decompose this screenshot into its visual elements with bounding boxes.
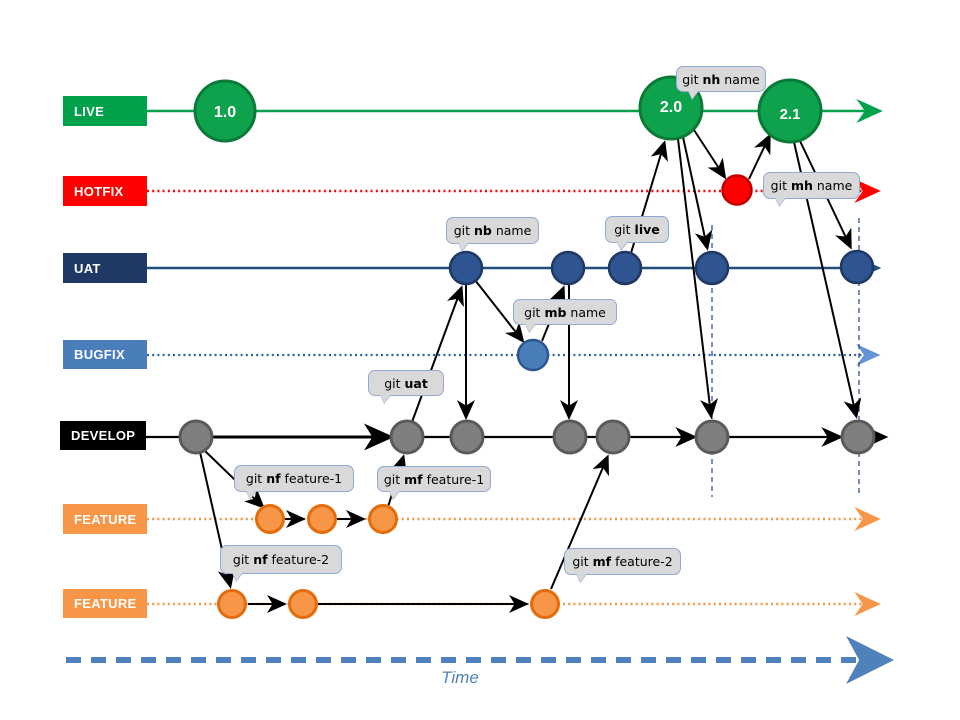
callout-git-nh: git nh name (676, 66, 766, 92)
callout-arg: feature-2 (267, 552, 330, 567)
develop-node-3 (449, 419, 485, 455)
branch-label-live: LIVE (63, 96, 147, 126)
branch-label-hotfix: HOTFIX (63, 176, 147, 206)
callout-cmd: uat (404, 375, 428, 391)
callout-arg: feature-2 (611, 554, 673, 569)
time-axis-label: Time (441, 668, 479, 687)
arrow-live2-to-develop (677, 138, 719, 419)
callout-arg: feature-1 (422, 471, 485, 487)
release-label-2-1: 2.1 (780, 106, 801, 123)
branch-label-develop: DEVELOP (60, 421, 146, 450)
develop-node-5 (595, 419, 631, 455)
callout-arg: name (812, 178, 853, 193)
release-node-2-1 (757, 78, 823, 144)
branch-label-feature1: FEATURE (63, 504, 147, 534)
uat-node-1 (448, 250, 484, 286)
release-label-2-0: 2.0 (660, 99, 682, 116)
callout-cmd: nh (702, 71, 721, 87)
develop-node-7 (840, 419, 876, 455)
callout-git-live: git live (605, 216, 669, 243)
feature1-node-3 (368, 504, 398, 534)
feature2-node-1 (217, 589, 247, 619)
develop-node-1 (178, 419, 214, 455)
arrow-live2-to-hotfix (693, 129, 727, 180)
callout-cmd: mf (592, 554, 612, 569)
arrow-develop-to-uat (411, 285, 464, 423)
callout-cmd: mh (790, 178, 813, 193)
release-label-1-0: 1.0 (214, 104, 236, 121)
callout-text: git (614, 222, 635, 237)
callout-cmd: nb (474, 223, 492, 238)
uat-node-3 (607, 250, 643, 286)
branch-label-feature2: FEATURE (63, 589, 147, 618)
branch-label-uat-text: UAT (74, 260, 101, 276)
callout-text: git (383, 471, 405, 487)
callout-text: git (384, 375, 405, 391)
branch-label-bugfix: BUGFIX (63, 340, 147, 369)
branch-label-develop-text: DEVELOP (71, 428, 136, 443)
bugfix-node (516, 338, 550, 372)
callout-arg: feature-1 (280, 471, 343, 486)
callout-cmd: mb (544, 304, 567, 320)
callout-cmd: nf (266, 471, 281, 486)
branch-label-feature2-text: FEATURE (74, 596, 137, 611)
callout-cmd: live (634, 222, 660, 237)
uat-node-4 (694, 250, 730, 286)
callout-cmd: mf (404, 471, 423, 487)
callout-git-mh: git mh name (763, 172, 860, 199)
callout-git-nb: git nb name (446, 217, 539, 244)
arrow-feature2-merge-develop (550, 454, 609, 590)
callout-git-mb: git mb name (513, 299, 617, 325)
arrow-live2-to-uat (682, 136, 713, 251)
callout-git-mf-feature1: git mf feature-1 (377, 466, 491, 492)
callout-git-nf-feature1: git nf feature-1 (234, 465, 354, 492)
branch-label-uat: UAT (63, 253, 147, 283)
callout-arg: name (720, 71, 760, 87)
commit-nodes (178, 75, 876, 619)
branch-label-feature1-text: FEATURE (74, 511, 137, 527)
uat-node-2 (550, 250, 586, 286)
develop-node-4 (552, 419, 588, 455)
branch-label-bugfix-text: BUGFIX (74, 347, 125, 362)
callout-arg: name (566, 304, 606, 320)
feature1-node-2 (307, 504, 337, 534)
branch-label-hotfix-text: HOTFIX (74, 183, 124, 199)
callout-arg: name (491, 223, 532, 238)
callout-git-mf-feature2: git mf feature-2 (564, 548, 681, 575)
uat-node-5 (839, 249, 875, 285)
callout-git-uat: git uat (368, 370, 444, 396)
feature2-node-3 (530, 589, 560, 619)
release-node-1-0 (193, 79, 257, 143)
hotfix-node (721, 174, 753, 206)
arrow-uat-to-bugfix (474, 279, 525, 344)
callout-text: git (770, 178, 791, 193)
callout-text: git (572, 554, 593, 569)
callout-text: git (245, 471, 267, 486)
develop-node-2 (389, 419, 425, 455)
callout-text: git (453, 223, 474, 238)
branch-label-live-text: LIVE (74, 103, 105, 119)
callout-git-nf-feature2: git nf feature-2 (220, 545, 342, 574)
develop-node-6 (694, 419, 730, 455)
release-node-2-0 (638, 75, 704, 141)
callout-cmd: nf (253, 552, 268, 567)
feature2-node-2 (288, 589, 318, 619)
callout-text: git (524, 304, 545, 320)
callout-text: git (232, 552, 254, 567)
callout-text: git (682, 71, 703, 87)
arrow-hotfix-merge-live (748, 133, 771, 180)
feature1-node-1 (255, 504, 285, 534)
